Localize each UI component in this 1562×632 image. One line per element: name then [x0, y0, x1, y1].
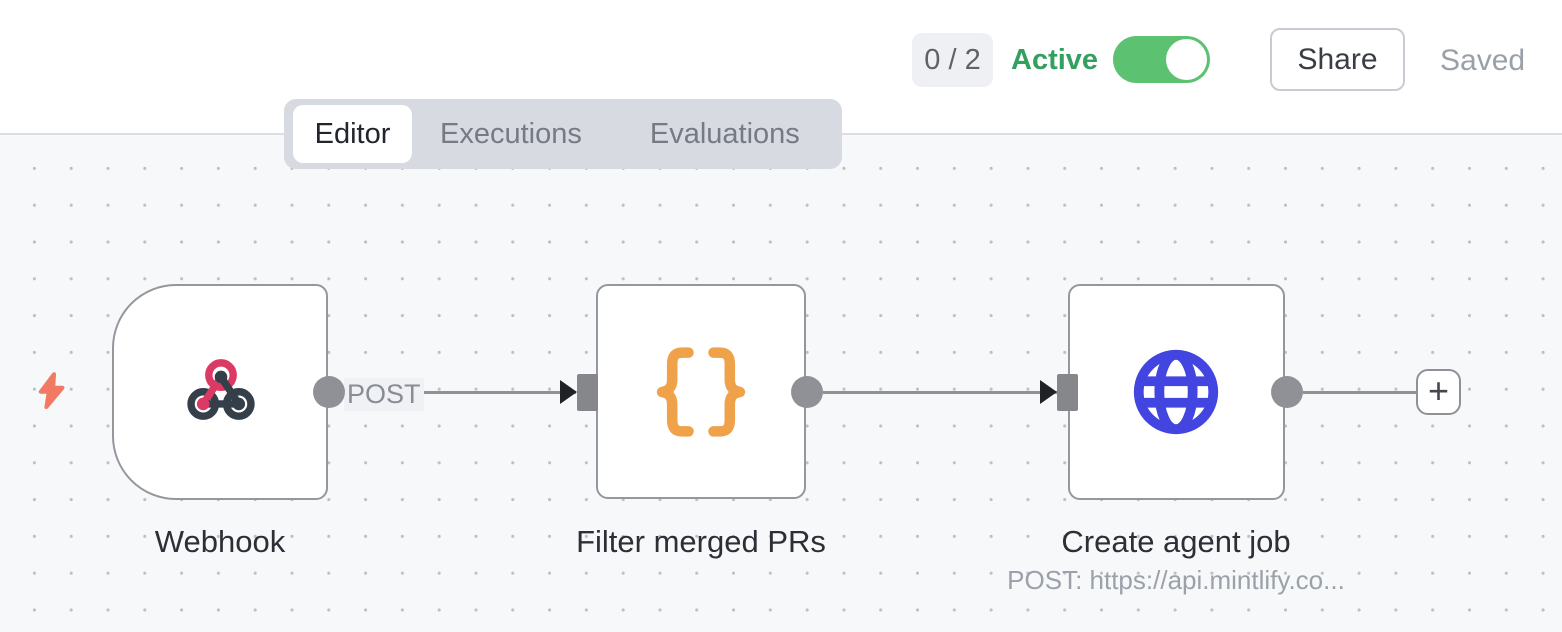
globe-icon — [1133, 349, 1219, 435]
node-label-filter: Filter merged PRs — [576, 524, 826, 559]
tab-evaluations[interactable]: Evaluations — [649, 117, 800, 150]
add-node-button[interactable]: + — [1416, 369, 1461, 415]
connection-webhook-to-filter[interactable] — [330, 390, 576, 394]
share-button[interactable]: Share — [1270, 28, 1405, 91]
active-toggle[interactable] — [1113, 36, 1210, 83]
connection-arrow-icon — [1040, 380, 1057, 404]
view-tabs: Editor Executions Evaluations — [284, 99, 842, 169]
node-label-webhook: Webhook — [154, 524, 286, 559]
connection-post-label: POST — [344, 378, 424, 411]
toggle-knob-icon — [1166, 39, 1207, 80]
active-label: Active — [1011, 44, 1099, 76]
connection-filter-to-create[interactable] — [823, 390, 1057, 394]
node-label-create: Create agent job — [1061, 524, 1291, 559]
filter-input-port[interactable] — [577, 374, 598, 411]
node-subtitle-create: POST: https://api.mintlify.co... — [1007, 565, 1345, 595]
webhook-output-port[interactable] — [313, 376, 345, 408]
saved-status: Saved — [1440, 44, 1526, 77]
create-output-port[interactable] — [1271, 376, 1303, 408]
tab-editor[interactable]: Editor — [293, 105, 412, 163]
code-braces-icon — [656, 347, 746, 437]
connection-to-add[interactable] — [1303, 390, 1416, 394]
connection-arrow-icon — [560, 380, 577, 404]
create-input-port[interactable] — [1057, 374, 1078, 411]
node-webhook[interactable] — [112, 284, 328, 500]
workflow-canvas[interactable]: POST + Web — [0, 135, 1562, 632]
filter-output-port[interactable] — [791, 376, 823, 408]
tab-executions[interactable]: Executions — [440, 117, 582, 150]
trigger-bolt-icon — [38, 372, 65, 409]
issues-count-badge[interactable]: 0 / 2 — [912, 33, 993, 87]
webhook-icon — [187, 359, 255, 420]
